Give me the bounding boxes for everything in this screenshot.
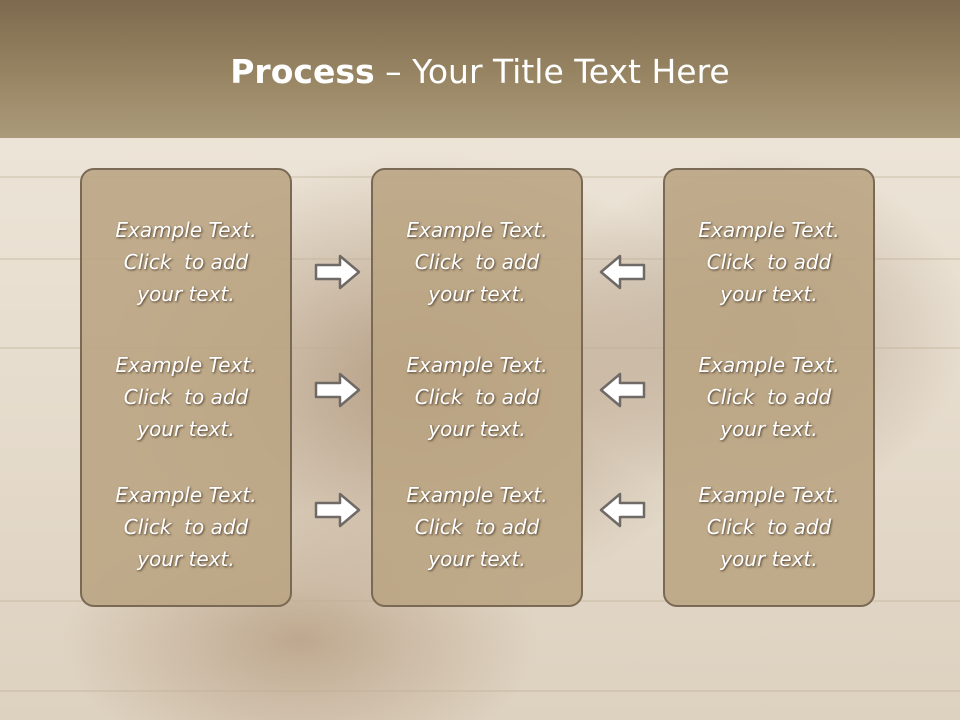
text-line: your text. (428, 282, 526, 306)
text-line: Example Text. (406, 353, 548, 377)
process-box-center[interactable]: Example Text. Click to add your text. Ex… (371, 168, 583, 607)
title-bold: Process (230, 52, 375, 91)
text-line: Click to add (414, 385, 540, 409)
text-block[interactable]: Example Text. Click to add your text. (373, 479, 581, 575)
text-line: Example Text. (115, 353, 257, 377)
text-line: Click to add (706, 515, 832, 539)
text-line: Click to add (123, 385, 249, 409)
text-block[interactable]: Example Text. Click to add your text. (665, 349, 873, 445)
text-line: Click to add (414, 250, 540, 274)
title-rest: – Your Title Text Here (374, 52, 730, 91)
text-line: Click to add (123, 515, 249, 539)
text-line: your text. (428, 417, 526, 441)
text-line: Example Text. (115, 483, 257, 507)
text-line: Click to add (706, 385, 832, 409)
wood-plank-line (0, 690, 960, 692)
left-arrow-icon (599, 372, 646, 408)
text-line: your text. (720, 282, 818, 306)
text-line: Click to add (414, 515, 540, 539)
text-line: your text. (137, 417, 235, 441)
text-line: your text. (428, 547, 526, 571)
text-line: your text. (137, 547, 235, 571)
text-block[interactable]: Example Text. Click to add your text. (82, 214, 290, 310)
right-arrow-icon (314, 492, 361, 528)
process-box-right[interactable]: Example Text. Click to add your text. Ex… (663, 168, 875, 607)
text-line: Click to add (706, 250, 832, 274)
text-line: Example Text. (698, 218, 840, 242)
text-block[interactable]: Example Text. Click to add your text. (665, 214, 873, 310)
slide-title[interactable]: Process – Your Title Text Here (0, 52, 960, 91)
left-arrow-icon (599, 254, 646, 290)
text-line: your text. (137, 282, 235, 306)
text-block[interactable]: Example Text. Click to add your text. (82, 479, 290, 575)
text-line: Example Text. (698, 483, 840, 507)
text-block[interactable]: Example Text. Click to add your text. (373, 214, 581, 310)
text-block[interactable]: Example Text. Click to add your text. (373, 349, 581, 445)
text-block[interactable]: Example Text. Click to add your text. (82, 349, 290, 445)
text-line: your text. (720, 417, 818, 441)
left-arrow-icon (599, 492, 646, 528)
text-block[interactable]: Example Text. Click to add your text. (665, 479, 873, 575)
right-arrow-icon (314, 372, 361, 408)
title-bar (0, 0, 960, 138)
text-line: Click to add (123, 250, 249, 274)
text-line: Example Text. (698, 353, 840, 377)
right-arrow-icon (314, 254, 361, 290)
text-line: Example Text. (406, 218, 548, 242)
process-box-left[interactable]: Example Text. Click to add your text. Ex… (80, 168, 292, 607)
text-line: your text. (720, 547, 818, 571)
text-line: Example Text. (406, 483, 548, 507)
text-line: Example Text. (115, 218, 257, 242)
